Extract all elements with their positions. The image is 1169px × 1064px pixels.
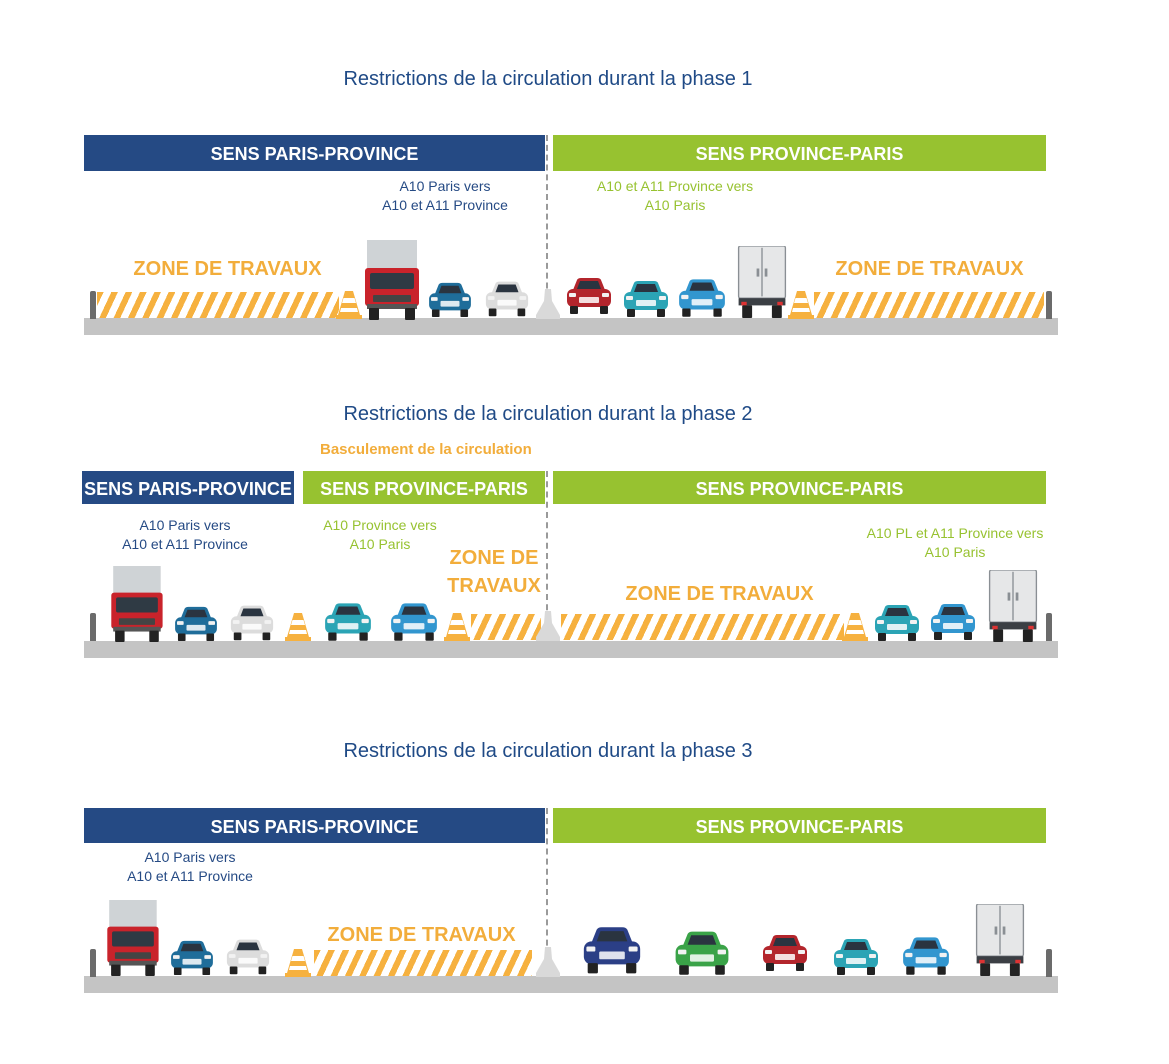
car-icon xyxy=(426,280,474,318)
traffic-cone-icon xyxy=(285,947,311,977)
traffic-cone-icon xyxy=(788,289,814,319)
phase-3-hatch-left xyxy=(314,950,532,976)
phase-2-label-left: A10 Paris vers A10 et A11 Province xyxy=(122,517,248,552)
phase-2-band-paris-province: SENS PARIS-PROVINCE xyxy=(82,471,294,504)
jersey-barrier-icon xyxy=(535,289,561,319)
car-icon xyxy=(900,934,952,976)
box-truck-icon xyxy=(972,904,1028,976)
phase-3-label-left: A10 Paris vers A10 et A11 Province xyxy=(127,849,253,884)
phase-1-hatch-left xyxy=(97,292,339,318)
phase-2-subtitle: Basculement de la circulation xyxy=(320,441,532,458)
phase-1-zone-right: ZONE DE TRAVAUX xyxy=(835,258,1024,280)
car-icon xyxy=(928,600,978,642)
phase-3-road xyxy=(84,976,1058,993)
car-icon xyxy=(676,276,728,318)
box-truck-icon xyxy=(735,246,789,318)
phase-1-band-paris-province: SENS PARIS-PROVINCE xyxy=(84,135,545,171)
car-icon xyxy=(388,600,440,642)
phase-1-road xyxy=(84,318,1058,335)
car-icon xyxy=(168,938,216,976)
traffic-cone-icon xyxy=(842,611,868,641)
phase-2-band-province-paris-switched: SENS PROVINCE-PARIS xyxy=(303,471,545,504)
phase-1-hatch-right xyxy=(814,292,1044,318)
phase-2-zone-right: ZONE DE TRAVAUX xyxy=(625,583,814,605)
jersey-barrier-icon xyxy=(535,947,561,977)
car-icon xyxy=(224,936,272,976)
phase-1-center-divider xyxy=(546,135,548,318)
phase-1-barrier-left xyxy=(90,291,96,319)
car-icon xyxy=(672,928,732,976)
phase-3-center-divider xyxy=(546,808,548,976)
phase-2-barrier-left xyxy=(90,613,96,641)
phase-1-band-province-paris: SENS PROVINCE-PARIS xyxy=(553,135,1046,171)
phase-2-band-province-paris: SENS PROVINCE-PARIS xyxy=(553,471,1046,504)
jersey-barrier-icon xyxy=(535,611,561,641)
car-icon xyxy=(172,604,220,642)
phase-3-title: Restrictions de la circulation durant la… xyxy=(343,740,753,762)
car-icon xyxy=(483,278,531,318)
phase-2-zone-mid: ZONE DE TRAVAUX xyxy=(447,547,541,597)
car-icon xyxy=(322,600,374,642)
phase-1-barrier-right xyxy=(1046,291,1052,319)
truck-icon xyxy=(103,900,161,976)
phase-3-barrier-right xyxy=(1046,949,1052,977)
phase-3-band-province-paris: SENS PROVINCE-PARIS xyxy=(553,808,1046,843)
truck-icon xyxy=(361,240,421,320)
phase-1-label-left: A10 Paris vers A10 et A11 Province xyxy=(382,178,508,213)
phase-2-title: Restrictions de la circulation durant la… xyxy=(343,403,753,425)
phase-2-hatch-right xyxy=(561,614,844,640)
phase-2-label-mid: A10 Province vers A10 Paris xyxy=(323,517,437,552)
traffic-cone-icon xyxy=(444,611,470,641)
phase-1-title: Restrictions de la circulation durant la… xyxy=(343,68,753,90)
phase-1-zone-left: ZONE DE TRAVAUX xyxy=(133,258,322,280)
phase-2-hatch-mid xyxy=(471,614,541,640)
phase-3-band-paris-province: SENS PARIS-PROVINCE xyxy=(84,808,545,843)
phase-3-zone-left: ZONE DE TRAVAUX xyxy=(327,924,516,946)
box-truck-icon xyxy=(986,570,1040,642)
van-icon xyxy=(760,928,810,976)
car-icon xyxy=(830,936,882,976)
car-icon xyxy=(228,602,276,642)
phase-2-barrier-right xyxy=(1046,613,1052,641)
traffic-cone-icon xyxy=(285,611,311,641)
phase-2-label-right: A10 PL et A11 Province vers A10 Paris xyxy=(866,525,1044,560)
traffic-cone-icon xyxy=(336,289,362,319)
phase-3-barrier-left xyxy=(90,949,96,977)
car-icon xyxy=(872,602,922,642)
phase-1-label-right: A10 et A11 Province vers A10 Paris xyxy=(596,178,754,213)
van-icon xyxy=(564,272,614,318)
truck-icon xyxy=(107,566,165,642)
car-icon xyxy=(620,278,672,318)
car-icon xyxy=(580,922,644,976)
phase-2-center-divider xyxy=(546,471,548,641)
phase-2-road xyxy=(84,641,1058,658)
